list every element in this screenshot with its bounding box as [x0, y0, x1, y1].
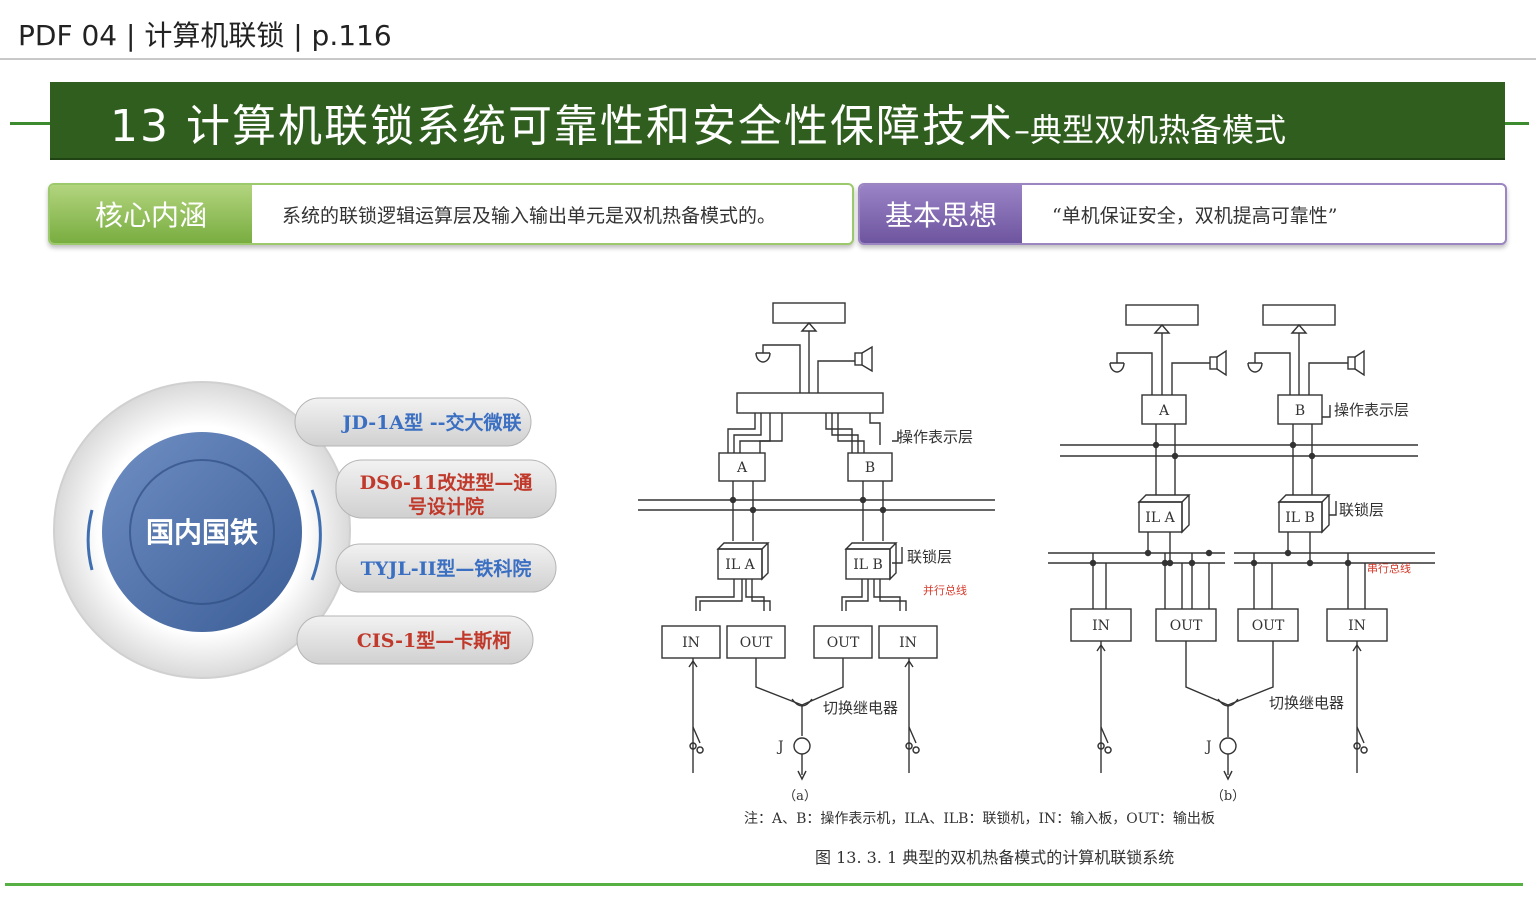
b-interlock-b [1278, 501, 1323, 533]
idea-text: “单机保证安全，双机提高可靠性” [1052, 204, 1338, 227]
pill-2-text-line2: 号设计院 [408, 495, 484, 518]
a-label-out-right: OUT [827, 635, 860, 651]
circle-center-label: 国内国铁 [146, 516, 258, 549]
pill-2-text-line1: DS6-11改进型—通 [360, 471, 534, 494]
b-label-ilb: IL B [1285, 510, 1315, 526]
b-label-b: B [1295, 403, 1305, 419]
b-interlock-a [1138, 501, 1183, 533]
b-layer-il: 联锁层 [1339, 501, 1384, 519]
b-label-ila: IL A [1145, 510, 1175, 526]
a-computer-a [718, 452, 766, 482]
inner-circle [102, 432, 302, 632]
a-bus-label: 并行总线 [923, 583, 967, 597]
a-label-ila: IL A [725, 557, 755, 573]
b-layer-op: 操作表示层 [1334, 401, 1409, 419]
a-label-in-left: IN [682, 635, 700, 651]
a-in-right [878, 625, 938, 659]
a-label-a: A [736, 460, 748, 476]
a-label-ilb: IL B [853, 557, 883, 573]
b-caption: （b） [1211, 789, 1245, 804]
a-layer-op: 操作表示层 [898, 428, 973, 446]
core-label: 核心内涵 [50, 185, 252, 243]
b-out-right [1237, 608, 1299, 642]
b-label-out-left: OUT [1170, 618, 1203, 634]
a-caption: （a） [783, 789, 817, 804]
bottom-divider [5, 883, 1523, 886]
title-band [50, 82, 1505, 160]
core-box: 核心内涵 系统的联锁逻辑运算层及输入输出单元是双机热备模式的。 [48, 183, 854, 245]
pill-3 [335, 543, 557, 593]
b-bus-label: 串行总线 [1367, 561, 1411, 575]
a-label-in-right: IN [899, 635, 917, 651]
b-computer-b [1277, 394, 1323, 425]
a-interlock-a [717, 548, 763, 580]
pill-4-text: CIS-1型—卡斯柯 [357, 629, 512, 652]
a-in-left [661, 625, 721, 659]
diagram-b [1048, 304, 1435, 781]
idea-box: 基本思想 “单机保证安全，双机提高可靠性” [858, 183, 1507, 245]
a-computer-b [847, 452, 893, 482]
title-sub: –典型双机热备模式 [1013, 111, 1286, 149]
b-label-in-right: IN [1348, 618, 1366, 634]
interlock-diagram: A B IL A IL B IN OUT OUT IN 操作表示层 联锁层 并行… [638, 302, 1435, 867]
pill-1 [294, 397, 532, 447]
b-j-label: J [1204, 739, 1212, 755]
figure-caption: 图 13. 3. 1 典型的双机热备模式的计算机联锁系统 [815, 848, 1174, 867]
title-main: 13 计算机联锁系统可靠性和安全性保障技术 [110, 101, 1014, 152]
b-computer-a [1141, 394, 1187, 425]
a-layer-il: 联锁层 [907, 548, 952, 566]
title-line-left [10, 122, 52, 125]
b-label-a: A [1158, 403, 1170, 419]
page-header: PDF 04 | 计算机联锁 | p.116 [0, 0, 1536, 60]
pill-3-text: TYJL-II型—铁科院 [361, 557, 532, 580]
title-line-right [1503, 122, 1529, 125]
core-text: 系统的联锁逻辑运算层及输入输出单元是双机热备模式的。 [282, 204, 777, 227]
b-label-out-right: OUT [1252, 618, 1285, 634]
a-relay-label: 切换继电器 [823, 699, 898, 717]
diagram-a [638, 302, 995, 781]
a-j-label: J [776, 739, 784, 755]
pill-1-text: JD-1A型 --交大微联 [340, 411, 521, 434]
pill-4 [296, 615, 534, 665]
idea-label: 基本思想 [860, 185, 1022, 243]
a-label-b: B [865, 460, 875, 476]
a-label-out-left: OUT [740, 635, 773, 651]
a-monitor [772, 302, 846, 324]
b-label-in-left: IN [1092, 618, 1110, 634]
diagram-note: 注：A、B：操作表示机，ILA、ILB：联锁机，IN：输入板，OUT：输出板 [744, 811, 1215, 827]
pill-2 [335, 459, 557, 519]
circle-infographic: 国内国铁 JD-1A型 --交大微联 DS6-11改进型—通 号设计院 TYJL… [53, 381, 557, 679]
header-text: PDF 04 | 计算机联锁 | p.116 [18, 19, 392, 52]
a-top-unit [736, 392, 884, 414]
b-relay-label: 切换继电器 [1269, 694, 1344, 712]
page-title: 13 计算机联锁系统可靠性和安全性保障技术–典型双机热备模式 [110, 90, 1286, 154]
